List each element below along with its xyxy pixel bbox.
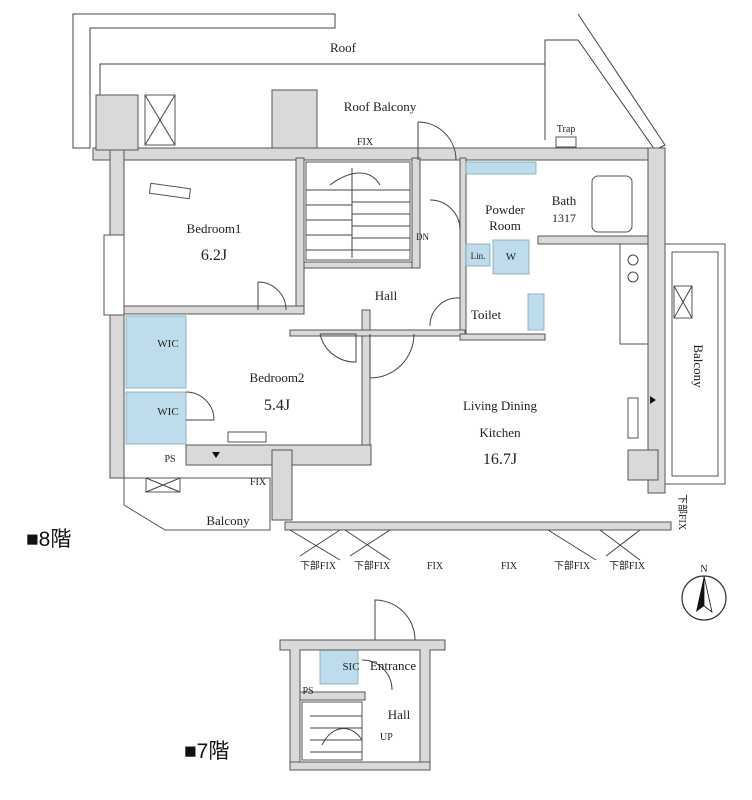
entrance-label: Entrance	[370, 658, 416, 673]
floor8-title: ■8階	[26, 528, 71, 551]
outer-wall-right	[647, 147, 666, 494]
toilet-block	[527, 293, 545, 331]
floor7-walls	[279, 639, 446, 771]
ps-label-7f: PS	[302, 686, 313, 697]
bath-label: Bath	[552, 193, 577, 208]
powder-label-1: Powder	[485, 202, 525, 217]
roof-vent-left	[95, 94, 176, 151]
bottom-label: 下部FIX	[554, 559, 591, 572]
ac-unit-bed1	[148, 182, 192, 200]
stove-burner-2	[627, 271, 639, 283]
bottom-label: FIX	[501, 561, 518, 572]
bath-size: 1317	[552, 211, 576, 225]
wic1-label: WIC	[157, 338, 178, 350]
wall-bed1-right	[295, 157, 305, 309]
up-label: UP	[380, 732, 393, 743]
kitchen-counter	[619, 243, 649, 345]
bedroom2-label: Bedroom2	[250, 370, 305, 385]
hall-label: Hall	[375, 288, 398, 303]
wall-stairs-right	[411, 157, 421, 269]
window-sashes	[289, 529, 641, 561]
bedroom2-size: 5.4J	[264, 397, 290, 414]
stairs-8f	[305, 161, 411, 261]
arrow-marker-living	[650, 396, 656, 404]
entry-door-7f	[374, 599, 416, 641]
balcony-small-area	[123, 449, 293, 531]
floor7-bottom-wall	[289, 761, 431, 771]
wic2-label: WIC	[157, 406, 178, 418]
powder-label-2: Room	[489, 218, 521, 233]
fix-top-label: FIX	[357, 137, 374, 148]
compass-icon: N	[681, 564, 727, 621]
bottom-label: FIX	[427, 561, 444, 572]
outer-wall-top	[92, 147, 666, 161]
wic1-block	[125, 315, 187, 389]
kitchen-lower-counter	[627, 449, 659, 481]
bath-wall	[537, 235, 649, 245]
door-bed1	[257, 281, 287, 311]
toilet-label: Toilet	[471, 307, 502, 322]
balcony-right-label: Balcony	[691, 344, 706, 388]
sic-block	[319, 647, 359, 685]
window-left	[103, 234, 125, 316]
floor7-door-inner	[361, 659, 393, 691]
bottom-label: 下部FIX	[300, 559, 337, 572]
fix-small-label: FIX	[250, 477, 267, 488]
bedroom1-size: 6.2J	[201, 247, 227, 264]
floor7-title: ■7階	[184, 740, 229, 763]
wic2-block	[125, 391, 187, 445]
stove-burner	[627, 254, 639, 266]
kitchen-label: Kitchen	[479, 425, 521, 440]
living-label: Living Dining	[463, 398, 538, 413]
floor7-inner-wall	[299, 691, 366, 701]
powder-sink	[465, 161, 537, 175]
door-bed2	[319, 333, 357, 363]
w-block	[492, 239, 530, 275]
door-roof-balcony	[417, 121, 457, 161]
roof-label: Roof	[330, 40, 357, 55]
roof-balcony-label: Roof Balcony	[344, 99, 417, 114]
door-toilet	[429, 297, 461, 327]
outer-wall-bottom	[284, 521, 672, 531]
door-living	[369, 333, 415, 379]
wall-hall-bottom	[289, 329, 466, 337]
bottom-label: 下部FIX	[354, 559, 391, 572]
roof-vent-center	[271, 89, 318, 149]
compass-label: N	[700, 564, 707, 575]
roof-inner-line	[100, 63, 546, 140]
living-size: 16.7J	[483, 451, 517, 468]
right-fix-label: 下部FIX	[676, 494, 689, 531]
ac-unit-living	[627, 397, 639, 439]
ac-unit-bed2	[227, 431, 267, 443]
balcony-right-area	[664, 243, 726, 485]
balcony-small-label: Balcony	[206, 513, 250, 528]
bedroom1-label: Bedroom1	[187, 221, 242, 236]
door-powder	[429, 199, 461, 231]
trap-label: Trap	[557, 124, 576, 135]
hall-7f-label: Hall	[388, 707, 411, 722]
lin-label: Lin.	[471, 251, 486, 261]
floor8-plan	[72, 13, 726, 685]
wall-powder-left	[459, 157, 467, 339]
bottom-window-labels: 下部FIX 下部FIX FIX FIX 下部FIX 下部FIX	[300, 559, 646, 572]
trap-box	[555, 136, 577, 148]
sic-label: SIC	[342, 661, 359, 673]
ps-label-8f: PS	[164, 454, 175, 465]
stairs-7f	[301, 701, 363, 761]
bathtub	[591, 175, 633, 233]
arrow-marker-bed2	[212, 452, 220, 458]
wall-hall-stairs	[303, 261, 415, 269]
wall-bed1-bottom	[123, 305, 305, 315]
w-label: W	[506, 251, 517, 263]
floor7-plan	[279, 599, 446, 771]
dn-label: DN	[416, 232, 429, 242]
bottom-label: 下部FIX	[609, 559, 646, 572]
lin-block	[465, 243, 491, 267]
door-wic2	[185, 391, 215, 421]
wall-toilet-bottom	[459, 333, 546, 341]
